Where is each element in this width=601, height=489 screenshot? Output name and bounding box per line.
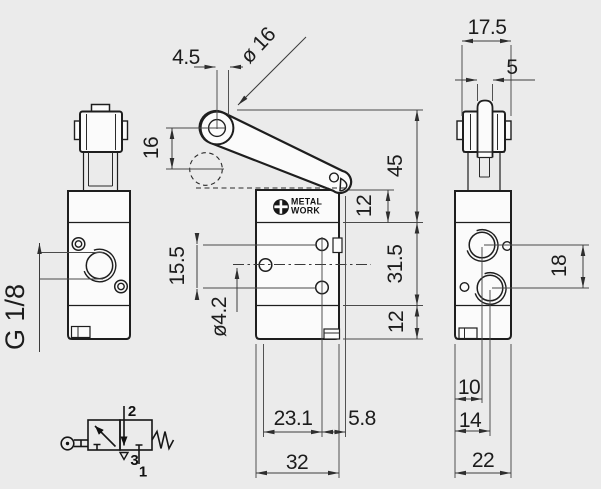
spring-icon (151, 429, 175, 451)
dim-bottom-band: 12 (385, 311, 408, 333)
front-side-tab (332, 237, 343, 254)
symbol-port-3: 3 (130, 452, 138, 469)
dim-hole-spacing: 15.5 (166, 247, 189, 286)
thread-label: G 1/8 (0, 284, 30, 350)
left-head-cap (79, 110, 123, 153)
right-screw-hole-bottom (459, 282, 470, 293)
symbol-port-2: 2 (128, 403, 136, 420)
symbol-rest-box (119, 419, 153, 451)
front-pin-hole-left (258, 257, 273, 273)
lever-hole (328, 172, 340, 183)
dim-roller-thickness: 5 (506, 56, 517, 79)
roller-diameter-leader (237, 36, 307, 106)
right-side-view (454, 99, 513, 340)
dim-roller-travel: 16 (140, 137, 163, 159)
dim-body-depth: 22 (472, 449, 494, 472)
dim-hole-from-left: 23.1 (274, 407, 313, 430)
left-port-g18 (85, 251, 114, 280)
dim-body-mid: 31.5 (384, 245, 407, 284)
exhaust-triangle-icon (118, 451, 130, 461)
dim-head-width: 17.5 (468, 16, 507, 39)
left-bottom-tab (70, 325, 91, 339)
dim-side-port-spacing: 18 (548, 255, 571, 277)
dim-hole-from-right: 5.8 (348, 407, 376, 430)
dim-top-band: 12 (353, 195, 376, 217)
extension-lines (39, 45, 589, 478)
left-side-view (67, 103, 131, 340)
right-body (454, 190, 512, 340)
dim-port-offset-a: 10 (458, 376, 480, 399)
left-screw-hole-bottom (113, 279, 129, 294)
dim-roller-pivot-offset: 4.5 (172, 46, 200, 69)
dim-body-width: 32 (286, 451, 308, 474)
logo-text-line2: WORK (291, 206, 320, 216)
pneumatic-symbol: 2 3 1 (60, 403, 175, 481)
dim-port-offset-b: 14 (459, 409, 482, 432)
roller-actuator-icon (60, 436, 88, 451)
front-bottom-tab (323, 328, 341, 340)
right-screw-hole-top (502, 240, 513, 251)
symbol-port-1: 1 (139, 464, 147, 481)
left-screw-hole-top (71, 236, 86, 252)
dim-upper-height: 45 (384, 155, 407, 177)
dim-hole-diameter: ø4.2 (208, 297, 231, 337)
logo-text-line1: METAL (291, 197, 322, 207)
right-roller-slot (476, 99, 494, 158)
front-view: METAL WORK (189, 110, 371, 340)
dimension-lines (37, 36, 586, 476)
right-bottom-tab (458, 327, 478, 340)
metalwork-logo: METAL WORK (273, 197, 322, 216)
